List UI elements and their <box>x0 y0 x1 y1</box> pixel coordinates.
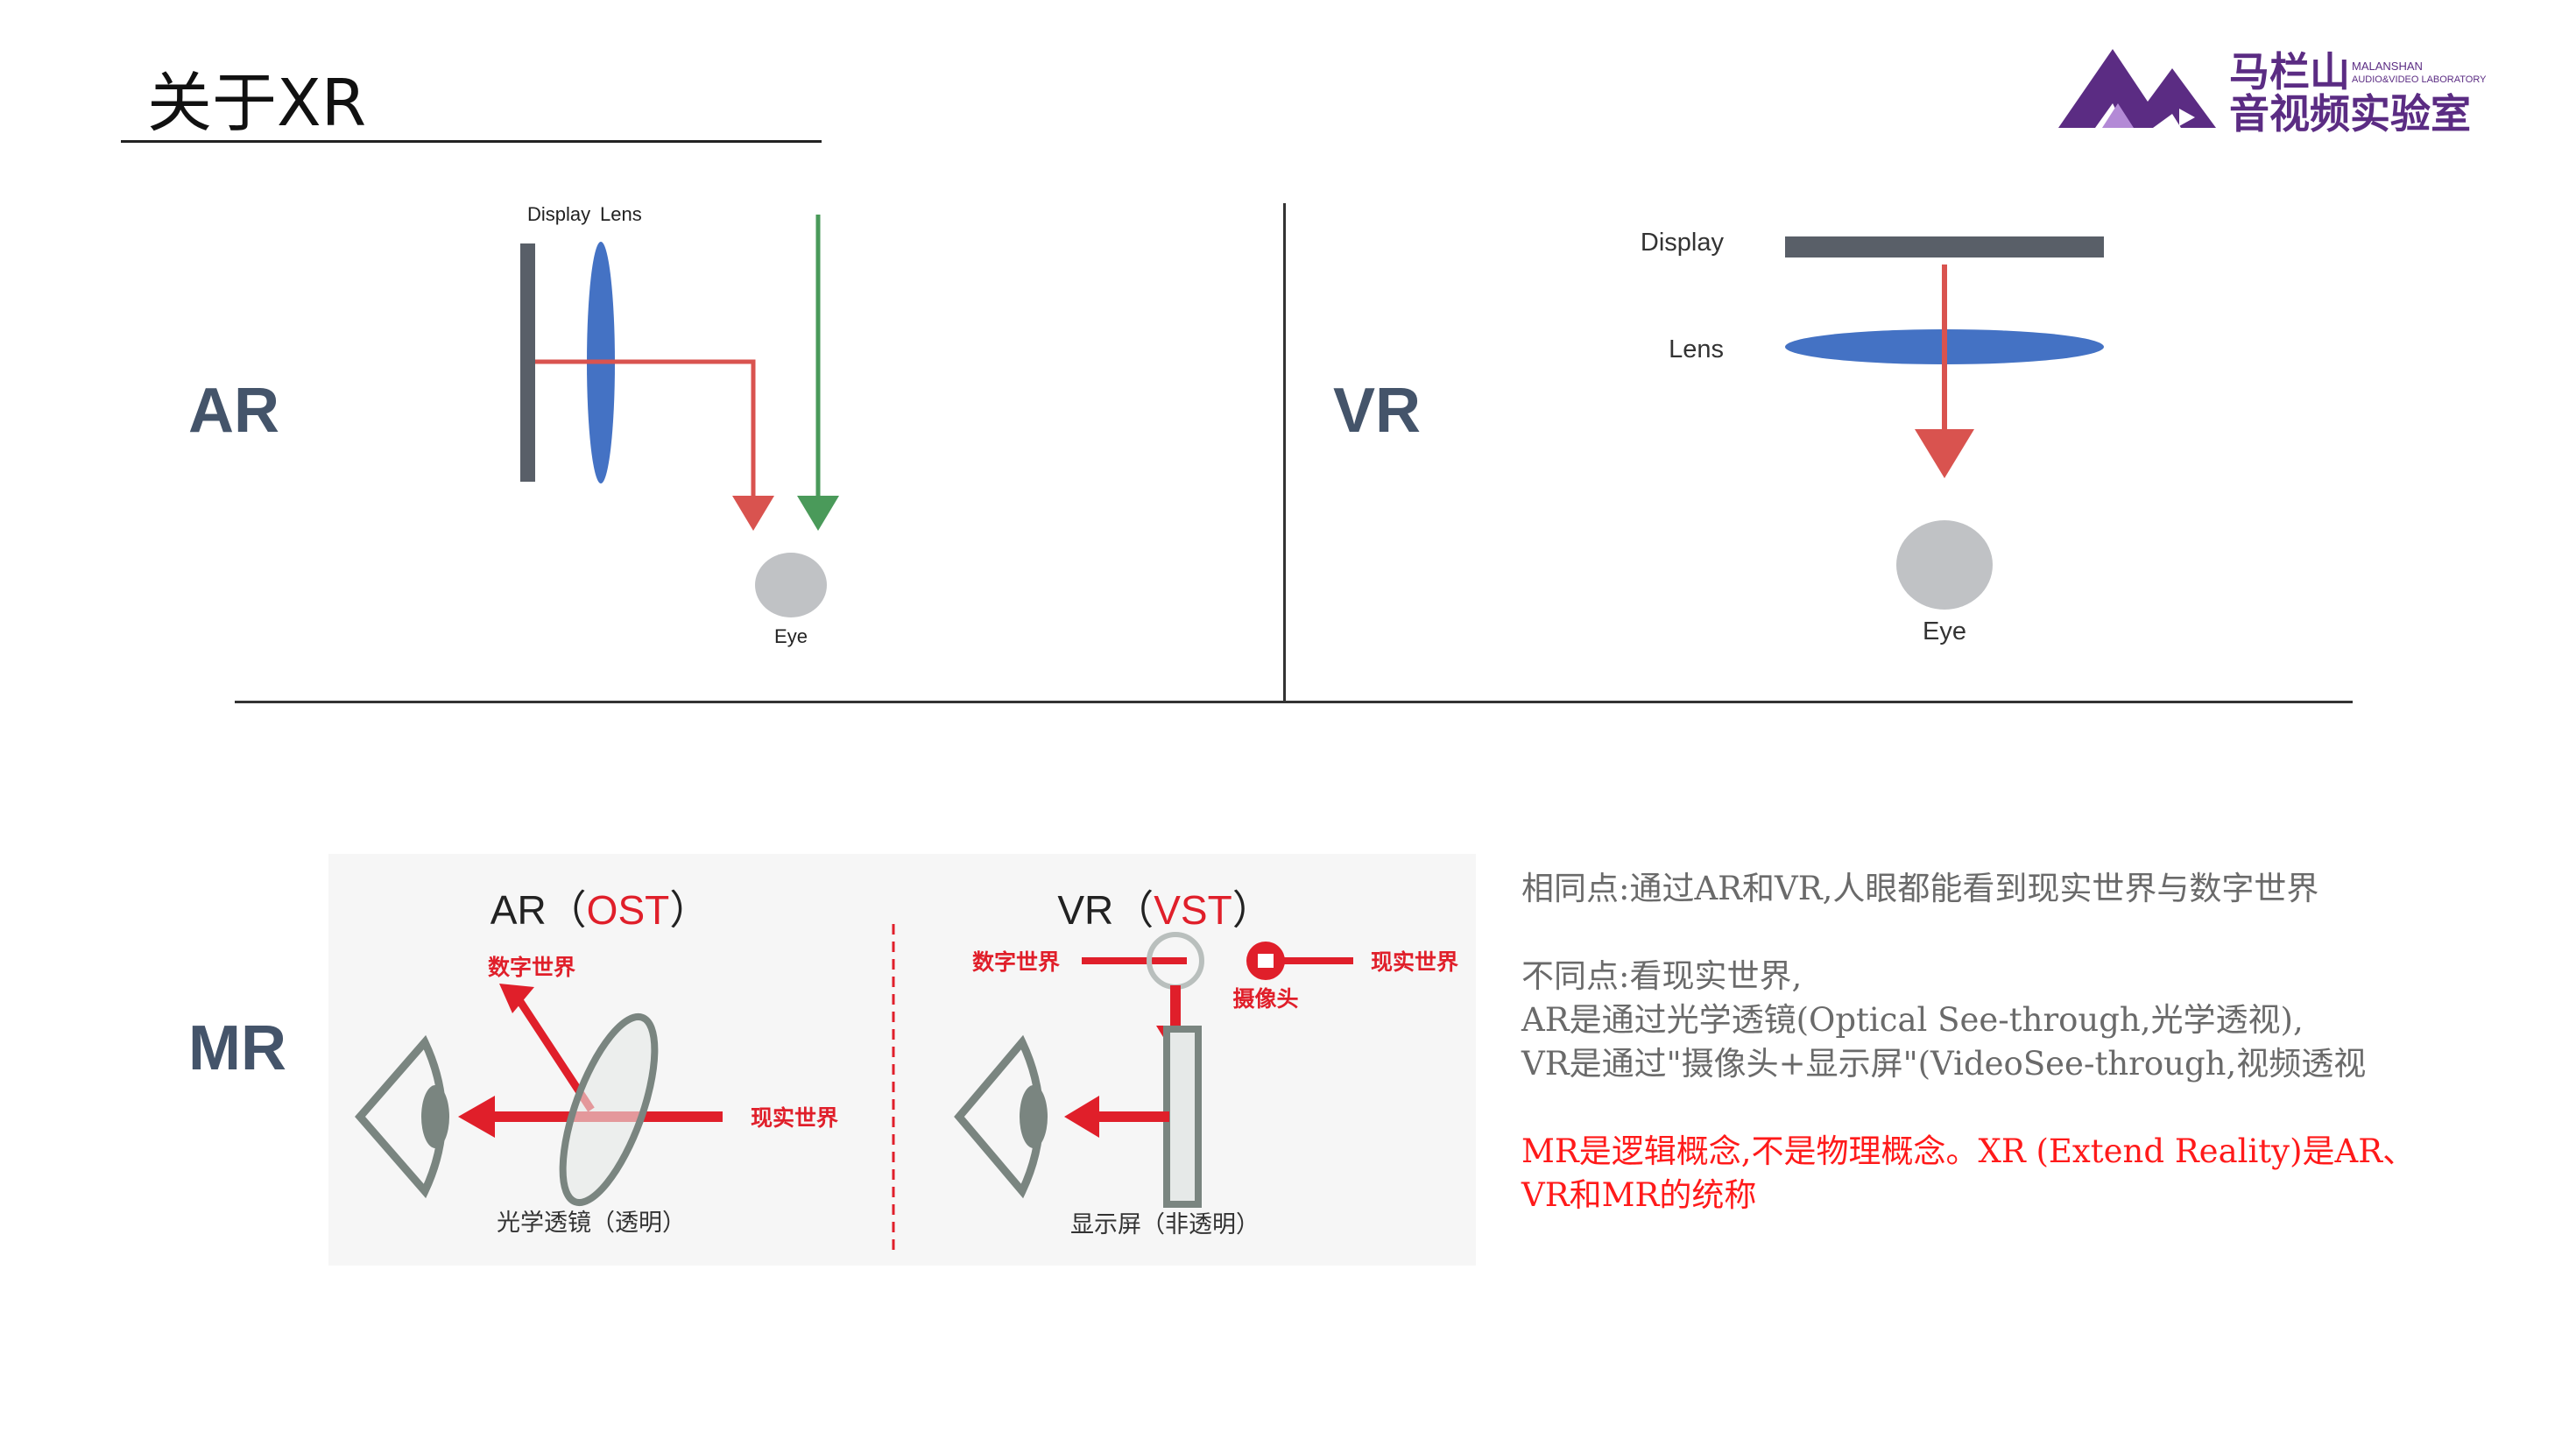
logo-en-line1: MALANSHAN <box>2352 60 2423 73</box>
page-title: 关于XR <box>147 66 367 141</box>
ar-eye-label: Eye <box>774 625 808 647</box>
vr-light-arrow-icon <box>1915 429 1974 478</box>
ar-display-bar <box>520 243 535 482</box>
mr-ar-digital-arrow-icon <box>499 984 534 1013</box>
horizontal-divider <box>235 701 2353 703</box>
mr-definition-note: MR是逻辑概念,不是物理概念。XR (Extend Reality)是AR、 V… <box>1521 1130 2415 1217</box>
mr-ar-arrow-icon <box>458 1096 495 1138</box>
mr-ar-digital-label: 数字世界 <box>488 955 575 980</box>
ar-optics-diagram: Display Lens Eye <box>520 203 839 647</box>
section-label-ar: AR <box>188 376 279 446</box>
section-label-mr: MR <box>188 1013 286 1083</box>
mr-ar-caption: 光学透镜（透明） <box>497 1210 686 1237</box>
logo-mark-inner-icon <box>2102 103 2134 128</box>
vr-display-bar <box>1785 236 2104 257</box>
mr-illustration: AR（OST） 数字世界 现实世界 光学透镜（透明） VR（VST） 数字世界 … <box>328 854 1476 1266</box>
ar-virtual-arrow-icon <box>732 496 774 531</box>
mr-ar-lens-icon <box>559 1012 659 1207</box>
mr-vr-camera-body-icon <box>1258 954 1274 968</box>
mr-similarity-text: 相同点:通过AR和VR,人眼都能看到现实世界与数字世界 <box>1521 870 2319 907</box>
mr-note-line-2: VR和MR的统称 <box>1521 1176 1757 1214</box>
ar-display-label: Display <box>527 203 590 225</box>
mr-difference-line-3: VR是通过"摄像头+显示屏"(VideoSee-through,视频透视 <box>1521 1045 2367 1083</box>
ar-virtual-light-path <box>535 359 756 499</box>
logo-cn-line2: 音视频实验室 <box>2229 90 2471 138</box>
ar-lens-label: Lens <box>600 203 642 225</box>
vr-eye-label: Eye <box>1923 617 1966 645</box>
logo-mark-icon <box>2058 49 2216 128</box>
ar-real-arrow-icon <box>797 496 839 531</box>
mr-vr-screen-icon <box>1163 1026 1202 1208</box>
section-label-vr: VR <box>1333 376 1422 446</box>
lab-logo: 马栏山 MALANSHAN AUDIO&VIDEO LABORATORY 音视频… <box>2058 48 2487 138</box>
mr-note-line-1: MR是逻辑概念,不是物理概念。XR (Extend Reality)是AR、 <box>1521 1132 2416 1170</box>
mr-vr-camera-label: 摄像头 <box>1232 986 1298 1012</box>
vertical-divider <box>1283 203 1286 703</box>
ar-eye-icon <box>755 553 827 617</box>
vr-lens-label: Lens <box>1669 335 1724 363</box>
mr-vr-title: VR（VST） <box>1057 887 1272 933</box>
mr-difference-line-2: AR是通过光学透镜(Optical See-through,光学透视), <box>1521 1001 2304 1039</box>
mr-ar-title: AR（OST） <box>490 887 709 933</box>
title-underline <box>121 140 822 143</box>
logo-en-line2: AUDIO&VIDEO LABORATORY <box>2352 74 2487 85</box>
mr-ar-real-label: 现实世界 <box>751 1105 838 1131</box>
mr-vr-arrow-icon <box>1064 1096 1099 1138</box>
mr-difference-line-1: 不同点:看现实世界, <box>1521 957 1803 995</box>
mr-vr-caption: 显示屏（非透明） <box>1070 1211 1260 1238</box>
mr-difference-text: 不同点:看现实世界, AR是通过光学透镜(Optical See-through… <box>1521 955 2366 1086</box>
vr-eye-icon <box>1896 520 1993 610</box>
mr-vr-eye-icon <box>954 1034 1048 1199</box>
mr-illustration-background <box>328 854 1476 1266</box>
vr-optics-diagram: Display Lens Eye <box>1641 229 2104 645</box>
mr-ar-eye-icon <box>355 1034 449 1199</box>
mr-vr-digital-label: 数字世界 <box>972 949 1060 975</box>
logo-play-icon <box>2179 109 2195 126</box>
mr-vr-real-label: 现实世界 <box>1371 949 1458 975</box>
vr-display-label: Display <box>1641 229 1725 257</box>
logo-cn-line1: 马栏山 <box>2229 48 2350 95</box>
